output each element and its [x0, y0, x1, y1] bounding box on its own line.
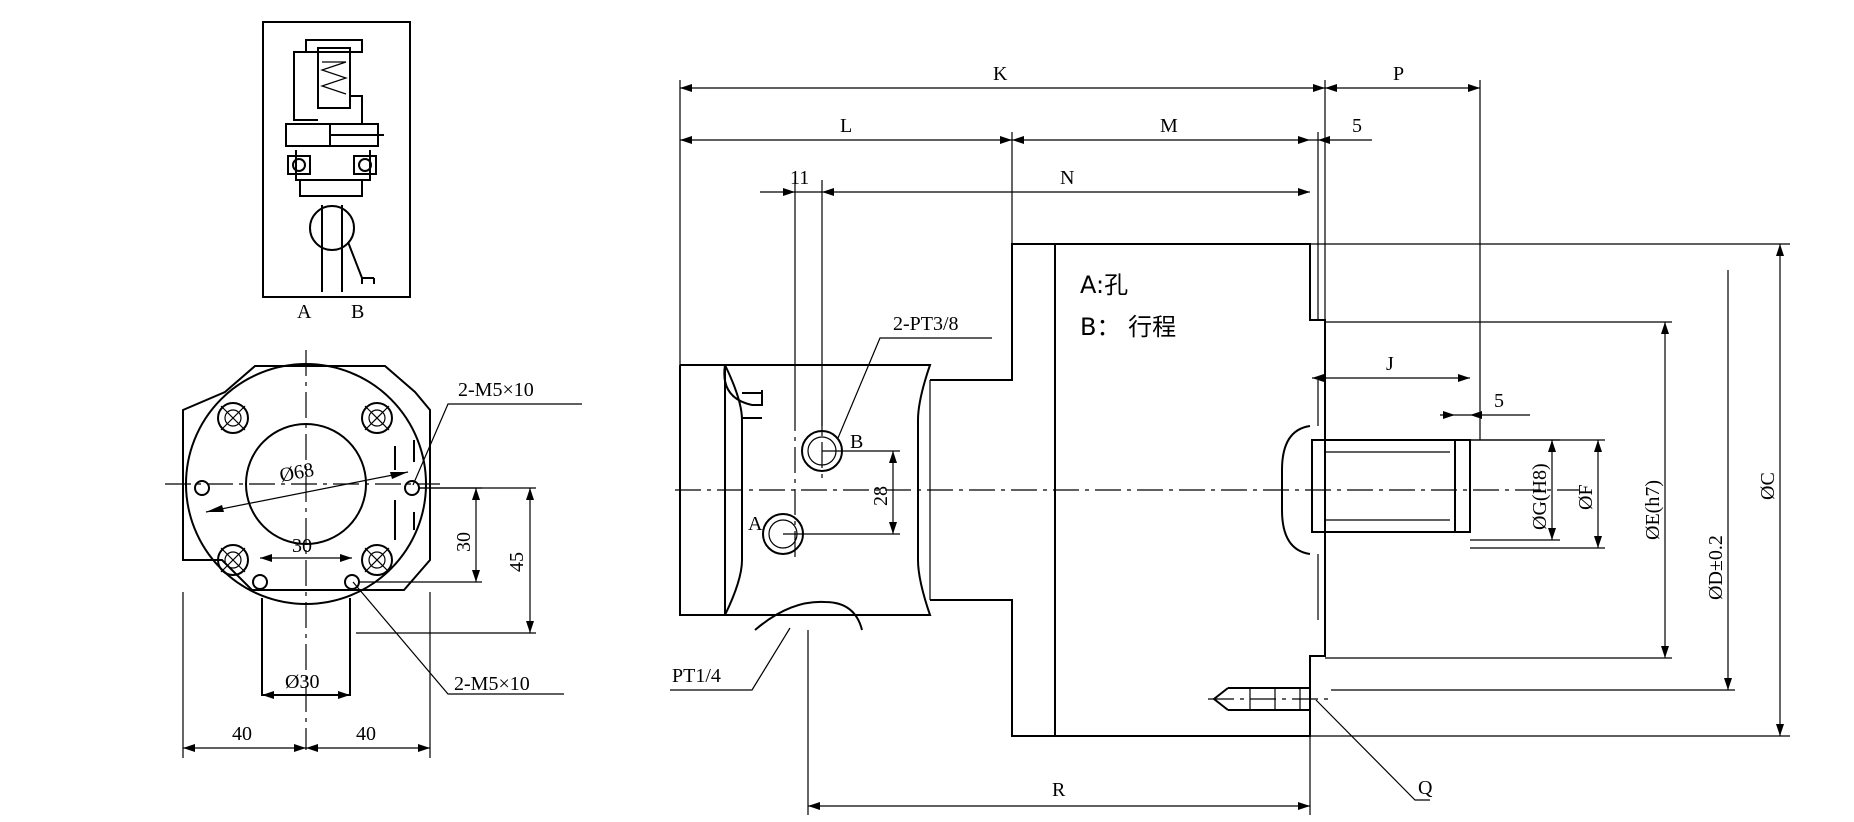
cylinder-flange — [930, 243, 1326, 737]
dia-C: ØC — [1757, 472, 1779, 500]
hole-spec-bottom-label: 2-M5×10 — [454, 673, 530, 695]
front-body-outline — [182, 365, 431, 591]
valve-cap — [305, 39, 363, 53]
dim-28: 28 — [870, 486, 892, 506]
hole-spec-top-label: 2-M5×10 — [458, 379, 534, 401]
bearing-left — [287, 155, 311, 175]
dia-68-label: Ø68 — [278, 459, 316, 487]
legend-a: A:孔 — [1080, 271, 1128, 299]
dim-30-vertical: 30 — [453, 532, 475, 552]
port-a-label: A — [748, 513, 763, 535]
dim-40-right: 40 — [356, 723, 376, 745]
pump-body — [723, 364, 932, 616]
tapped-hole-right — [404, 480, 420, 496]
pump-symbol — [309, 205, 355, 251]
bottom-port-boss — [754, 600, 863, 631]
dim-P: P — [1393, 63, 1404, 85]
tapped-hole-bottom-right — [344, 574, 360, 590]
dim-Q: Q — [1418, 777, 1433, 799]
tapped-hole-left — [194, 480, 210, 496]
hydraulic-schematic: A B — [262, 21, 411, 323]
port-spec-label: 2-PT3/8 — [893, 313, 959, 335]
schematic-frame — [262, 21, 411, 298]
front-view: Ø68 2-M5×10 2-M5×10 30 30 45 Ø30 — [165, 350, 582, 758]
dim-N: N — [1060, 167, 1074, 189]
output-shaft — [1311, 439, 1471, 533]
dim-11: 11 — [790, 167, 809, 189]
dim-J: J — [1386, 353, 1394, 375]
dia-D: ØD±0.2 — [1705, 535, 1727, 600]
spring-symbol — [320, 61, 348, 95]
pt14-label: PT1/4 — [672, 665, 721, 687]
dim-40-left: 40 — [232, 723, 252, 745]
dim-L: L — [840, 115, 852, 137]
dim-5-top: 5 — [1352, 115, 1362, 137]
relief-valve — [317, 47, 351, 109]
bottom-screw — [1208, 687, 1330, 711]
port-b-label: B — [850, 431, 863, 453]
legend-b: B： 行程 — [1080, 313, 1176, 341]
schematic-port-a-label: A — [297, 301, 312, 323]
dia-E: ØE(h7) — [1642, 480, 1664, 540]
dia-F: ØF — [1575, 484, 1597, 510]
dim-5-right: 5 — [1494, 390, 1504, 412]
bolt-hole-tl — [217, 402, 249, 434]
shaft-hub — [1281, 425, 1311, 555]
dim-K: K — [993, 63, 1008, 85]
dia-30-base-label: Ø30 — [285, 671, 319, 693]
bolt-hole-bl — [217, 544, 249, 576]
bolt-hole-tr — [361, 402, 393, 434]
tapped-hole-bottom-left — [252, 574, 268, 590]
dia-G: ØG(H8) — [1529, 463, 1551, 530]
dim-M: M — [1160, 115, 1178, 137]
dim-R: R — [1052, 779, 1066, 801]
bearing-right — [353, 155, 377, 175]
dim-30-horizontal: 30 — [292, 535, 312, 557]
side-view: B A 2-PT3/8 28 A:孔 B： 行程 K P L — [670, 63, 1790, 815]
dim-45-vertical: 45 — [506, 552, 528, 572]
schematic-port-b-label: B — [351, 301, 364, 323]
bolt-hole-br — [361, 544, 393, 576]
